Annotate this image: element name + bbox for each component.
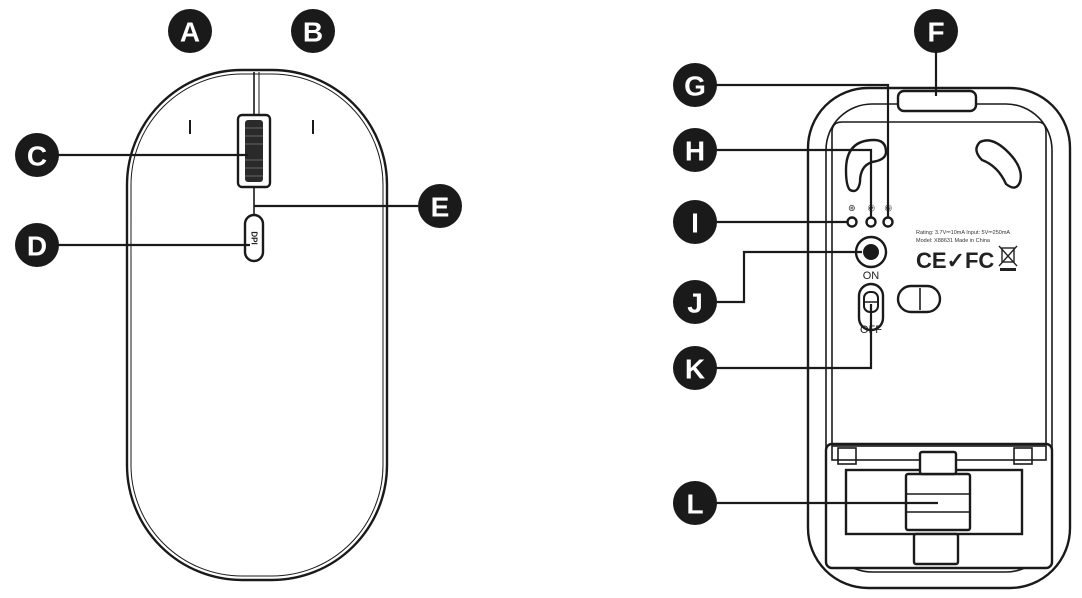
label-badge-f: F: [914, 9, 958, 53]
optical-sensor: [896, 284, 942, 314]
label-badge-d: D: [15, 223, 59, 267]
label-j-text: J: [687, 288, 703, 319]
label-badge-k: K: [673, 346, 717, 390]
label-b-text: B: [303, 17, 323, 48]
dpi-button[interactable]: [243, 213, 265, 263]
battery-tab-left: [837, 447, 857, 465]
label-badge-i: I: [673, 200, 717, 244]
model-text: Model: X88631 Made in China: [916, 238, 991, 244]
bottom-view-mouse: ⊛ ① ② ON OFF Rating: 3.7V⎓10mA Input: 5V…: [806, 86, 1072, 590]
rating-text: Rating: 3.7V⎓10mA Input: 5V⎓250mA: [916, 230, 1010, 236]
scroll-wheel[interactable]: [245, 120, 263, 182]
led-indicator-3: [882, 216, 894, 228]
label-badge-j: J: [673, 280, 717, 324]
led-indicator-1: [846, 216, 858, 228]
scroll-wheel-ridges: [245, 127, 263, 177]
switch-on-label: ON: [863, 270, 880, 282]
receiver-connector-bottom: [912, 532, 960, 566]
label-i-text: I: [691, 208, 699, 239]
label-e-text: E: [431, 192, 450, 223]
skate-pad-right: [975, 139, 1022, 189]
label-badge-g: G: [673, 63, 717, 107]
dpi-button-text: DPI: [250, 231, 259, 244]
label-badge-e: E: [418, 184, 462, 228]
top-view-body: [125, 68, 389, 582]
weee-bin-icon: [998, 245, 1018, 271]
label-h-text: H: [685, 136, 705, 167]
connect-button[interactable]: [863, 244, 879, 260]
label-a-text: A: [180, 17, 200, 48]
top-view-inner-edge: [130, 73, 384, 577]
receiver-connector: [918, 450, 958, 476]
label-badge-h: H: [673, 128, 717, 172]
label-badge-l: L: [673, 481, 717, 525]
leader-line-k: [716, 304, 873, 370]
label-badge-c: C: [15, 133, 59, 177]
leader-line-g: [716, 83, 890, 218]
led-indicator-2: [865, 216, 877, 228]
leader-line-j: [716, 250, 862, 304]
label-f-text: F: [927, 17, 944, 48]
label-badge-b: B: [291, 9, 335, 53]
led-label-1: ⊛: [847, 204, 857, 212]
label-l-text: L: [686, 489, 703, 520]
label-g-text: G: [684, 71, 706, 102]
leader-line-h: [716, 148, 873, 217]
certification-marks: CE✓FC: [916, 248, 994, 273]
leader-lines: [57, 52, 938, 505]
label-badge-a: A: [168, 9, 212, 53]
label-c-text: C: [27, 141, 47, 172]
label-d-text: D: [27, 231, 47, 262]
top-view-mouse: DPI: [125, 68, 389, 582]
battery-tab-right: [1013, 447, 1033, 465]
label-k-text: K: [685, 354, 705, 385]
